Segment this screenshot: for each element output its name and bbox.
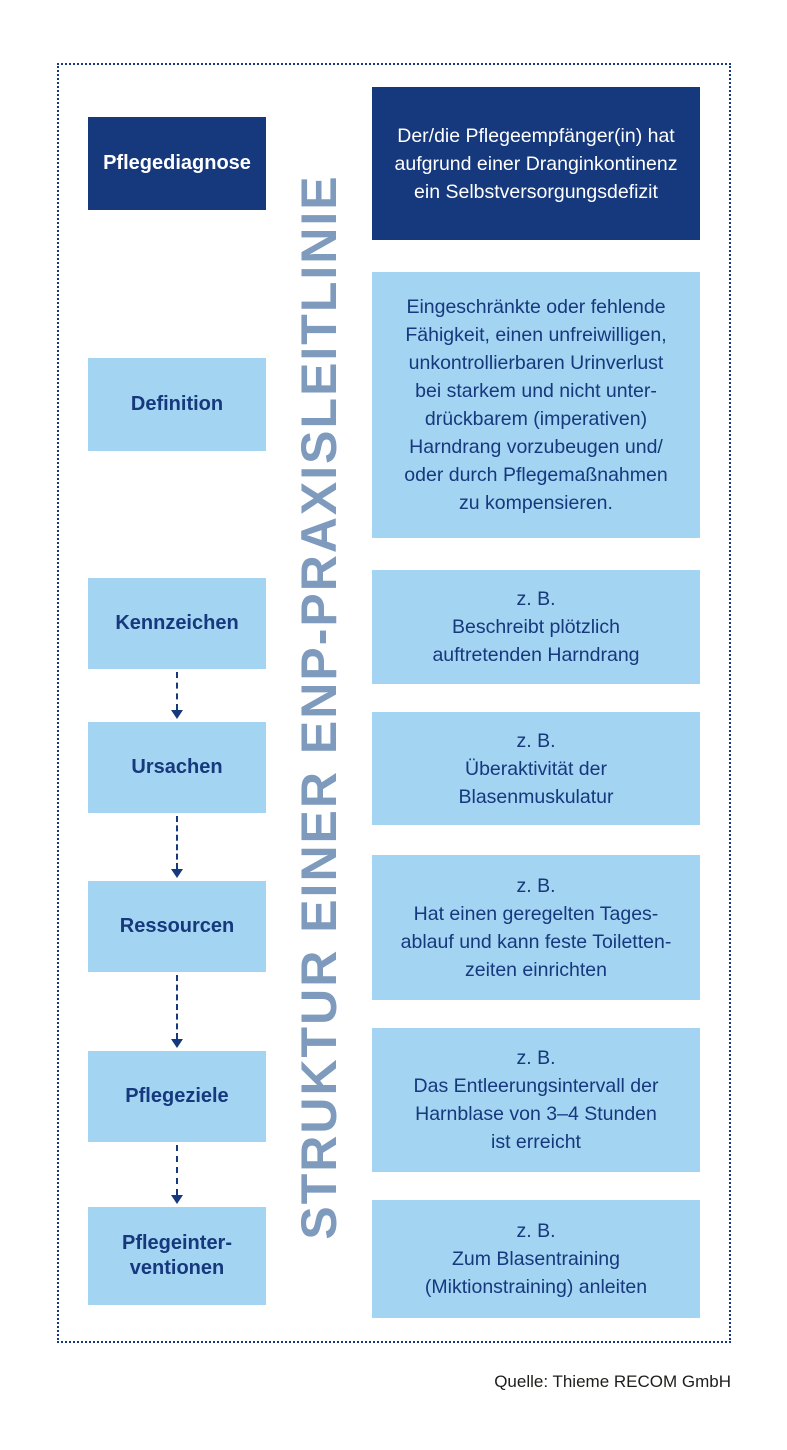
arrow-head-icon [171,869,183,878]
label-box-ursachen: Ursachen [88,722,266,813]
arrow-line [176,1145,178,1195]
arrow-line [176,975,178,1039]
label-box-pflegeziele: Pflegeziele [88,1051,266,1142]
arrow-down-pflegeziele-interventionen [167,1145,187,1204]
vertical-diagram-title: STRUKTUR EINER ENP-PRAXISLEITLINIE [291,174,347,1240]
content-box-ursachen: z. B. Überaktivität der Blasenmuskulatur [372,712,700,825]
arrow-line [176,672,178,710]
arrow-down-kennzeichen-ursachen [167,672,187,719]
content-box-pflegeinterventionen: z. B. Zum Blasentraining (Miktionstraini… [372,1200,700,1318]
arrow-down-ressourcen-pflegeziele [167,975,187,1048]
arrow-line [176,816,178,869]
arrow-head-icon [171,1195,183,1204]
label-box-ressourcen: Ressourcen [88,881,266,972]
arrow-head-icon [171,710,183,719]
content-box-pflegediagnose: Der/die Pflegeempfänger(in) hat aufgrund… [372,87,700,240]
source-caption: Quelle: Thieme RECOM GmbH [494,1372,731,1391]
dotted-border-frame [57,63,731,1343]
content-box-kennzeichen: z. B. Beschreibt plötzlich auftretenden … [372,570,700,684]
content-box-definition: Eingeschränkte oder fehlende Fähigkeit, … [372,272,700,538]
label-box-pflegeinterventionen: Pflegeinter- ventionen [88,1207,266,1305]
content-box-ressourcen: z. B. Hat einen geregelten Tages- ablauf… [372,855,700,1000]
label-box-pflegediagnose: Pflegediagnose [88,117,266,210]
content-box-pflegeziele: z. B. Das Entleerungsintervall der Harnb… [372,1028,700,1172]
label-box-kennzeichen: Kennzeichen [88,578,266,669]
arrow-head-icon [171,1039,183,1048]
label-box-definition: Definition [88,358,266,451]
arrow-down-ursachen-ressourcen [167,816,187,878]
